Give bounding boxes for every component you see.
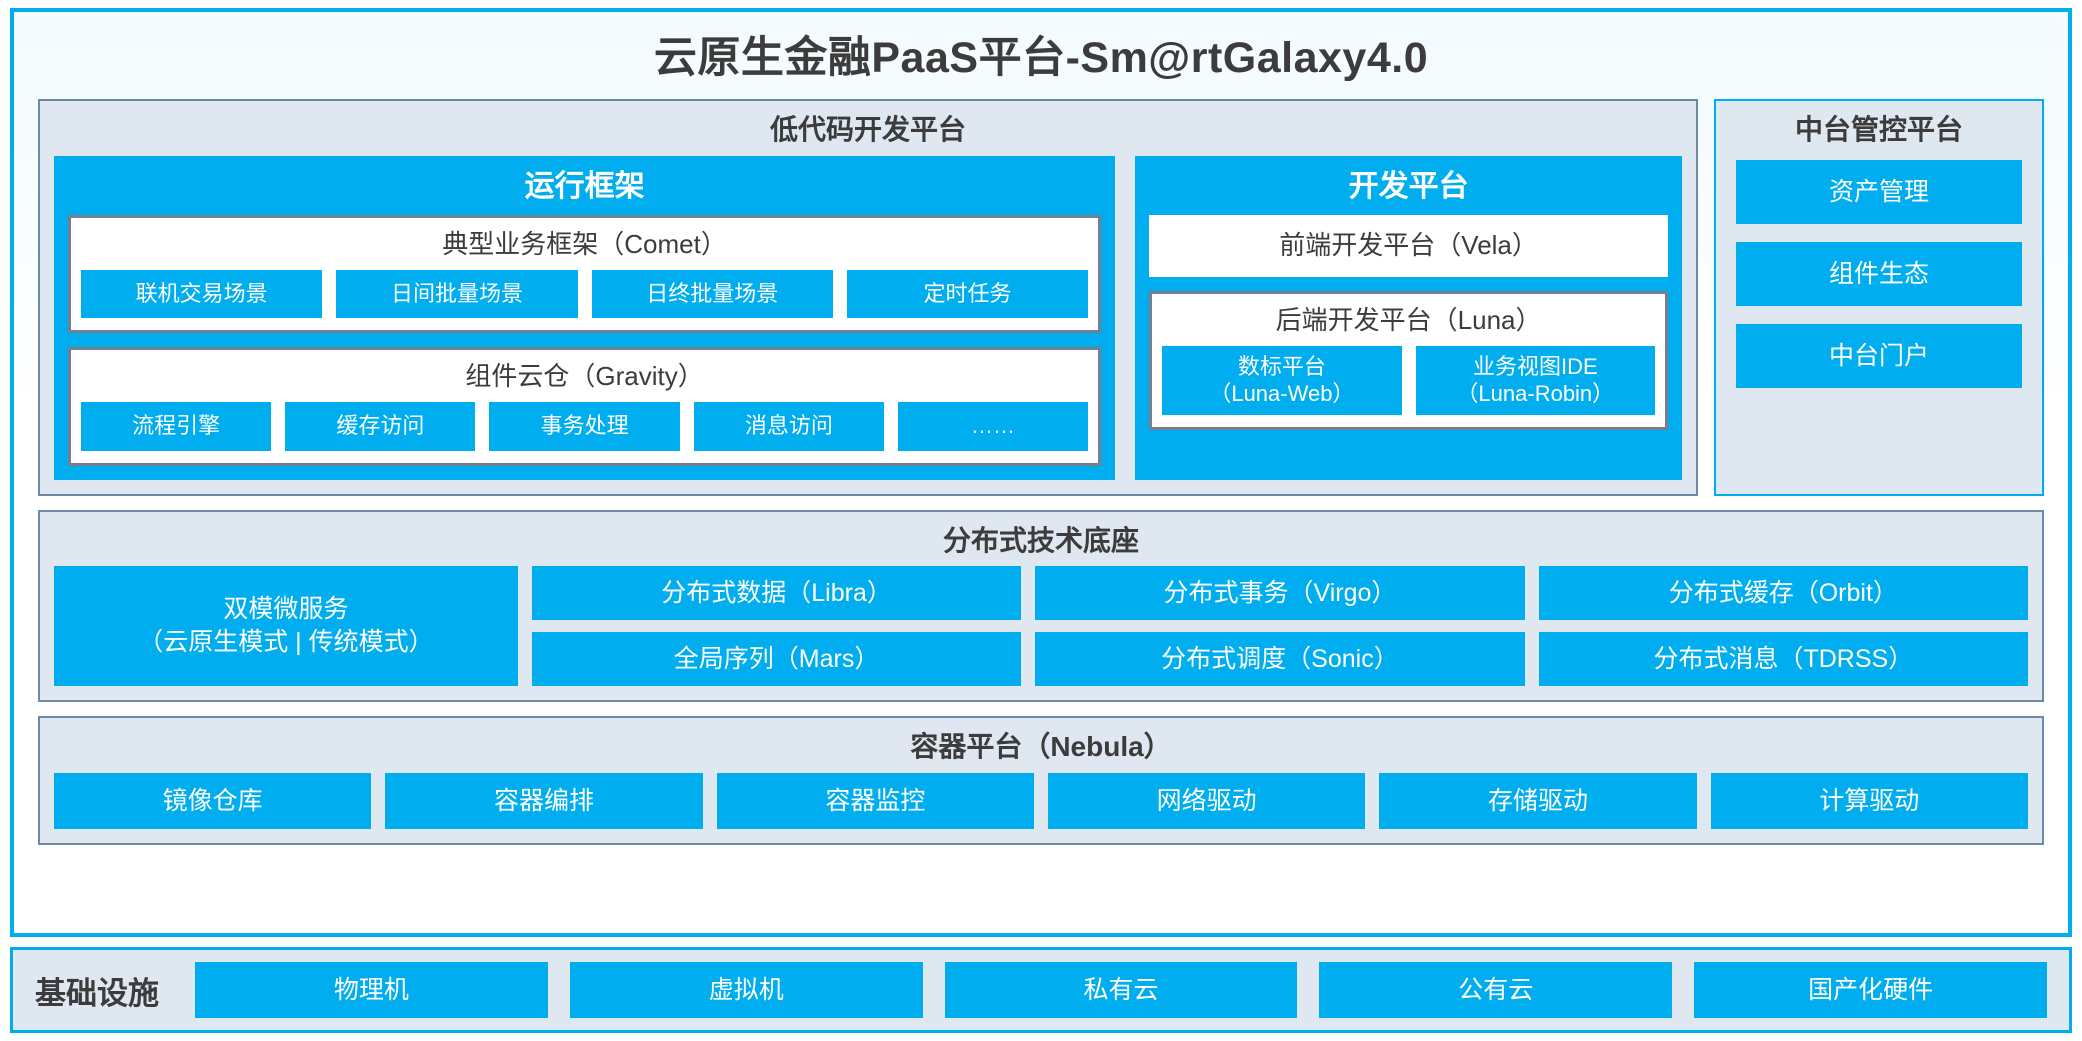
luna-web-label-line2: （Luna-Web） — [1209, 380, 1355, 406]
gravity-chip[interactable]: 消息访问 — [693, 402, 884, 451]
luna-title: 后端开发平台（Luna） — [1275, 304, 1542, 335]
comet-chip[interactable]: 联机交易场景 — [81, 269, 323, 319]
luna-chip-row: 数标平台 （Luna-Web） 业务视图IDE （Luna-Robin） — [1162, 345, 1656, 416]
management-item-list: 资产管理 组件生态 中台门户 — [1730, 156, 2028, 480]
top-row: 低代码开发平台 运行框架 典型业务框架（Comet） 联机交易场景 日间批量场景… — [38, 99, 2044, 496]
luna-web-label-line1: 数标平台 — [1237, 353, 1326, 379]
comet-chip[interactable]: 日间批量场景 — [336, 269, 578, 319]
container-chip-row: 镜像仓库 容器编排 容器监控 网络驱动 存储驱动 计算驱动 — [54, 773, 2028, 830]
luna-box: 后端开发平台（Luna） 数标平台 （Luna-Web） 业务视图IDE （Lu… — [1149, 290, 1668, 431]
distributed-column-1: 分布式数据（Libra） 全局序列（Mars） — [531, 566, 1022, 687]
dual-mode-line1: 双模微服务 — [223, 594, 349, 623]
infrastructure-label: 基础设施 — [35, 975, 159, 1011]
distributed-foundation-title: 分布式技术底座 — [942, 524, 1139, 556]
infrastructure-chip[interactable]: 私有云 — [944, 962, 1298, 1018]
infrastructure-chip[interactable]: 公有云 — [1319, 962, 1673, 1018]
gravity-title: 组件云仓（Gravity） — [465, 361, 704, 392]
lowcode-platform-panel: 低代码开发平台 运行框架 典型业务框架（Comet） 联机交易场景 日间批量场景… — [38, 99, 1698, 496]
container-chip[interactable]: 网络驱动 — [1047, 773, 1366, 830]
distributed-column-3: 分布式缓存（Orbit） 分布式消息（TDRSS） — [1538, 566, 2028, 687]
distributed-chip[interactable]: 分布式数据（Libra） — [531, 566, 1022, 621]
distributed-chip[interactable]: 全局序列（Mars） — [531, 632, 1022, 687]
management-platform-title: 中台管控平台 — [1794, 114, 1963, 146]
comet-title: 典型业务框架（Comet） — [442, 228, 727, 259]
runtime-framework-title: 运行框架 — [524, 169, 645, 203]
gravity-chip-row: 流程引擎 缓存访问 事务处理 消息访问 …… — [81, 402, 1089, 451]
distributed-chip[interactable]: 分布式调度（Sonic） — [1035, 632, 1525, 687]
container-chip[interactable]: 存储驱动 — [1379, 773, 1697, 830]
comet-chip-row: 联机交易场景 日间批量场景 日终批量场景 定时任务 — [81, 269, 1089, 319]
gravity-chip-more[interactable]: …… — [897, 402, 1089, 451]
luna-robin-label-line2: （Luna-Robin） — [1456, 380, 1615, 406]
container-chip[interactable]: 计算驱动 — [1710, 773, 2028, 830]
gravity-chip[interactable]: 缓存访问 — [285, 402, 476, 451]
lowcode-platform-title: 低代码开发平台 — [769, 114, 966, 146]
management-item[interactable]: 组件生态 — [1736, 241, 2022, 306]
dev-platform-group: 开发平台 前端开发平台（Vela） 后端开发平台（Luna） 数标平台 （Lun… — [1135, 155, 1682, 480]
luna-robin-label-line1: 业务视图IDE — [1472, 353, 1598, 379]
distributed-chip[interactable]: 分布式消息（TDRSS） — [1538, 632, 2028, 687]
luna-web-chip[interactable]: 数标平台 （Luna-Web） — [1162, 345, 1402, 416]
comet-box: 典型业务框架（Comet） 联机交易场景 日间批量场景 日终批量场景 定时任务 — [68, 214, 1102, 334]
management-platform-panel: 中台管控平台 资产管理 组件生态 中台门户 — [1714, 99, 2044, 496]
container-platform-panel: 容器平台（Nebula） 镜像仓库 容器编排 容器监控 网络驱动 存储驱动 计算… — [38, 716, 2044, 846]
infrastructure-panel: 基础设施 物理机 虚拟机 私有云 公有云 国产化硬件 — [10, 947, 2072, 1033]
comet-chip[interactable]: 日终批量场景 — [591, 269, 833, 319]
vela-title: 前端开发平台（Vela） — [1279, 229, 1538, 260]
page-title: 云原生金融PaaS平台-Sm@rtGalaxy4.0 — [653, 34, 1429, 82]
dev-platform-title: 开发平台 — [1348, 169, 1469, 203]
distributed-chip[interactable]: 分布式缓存（Orbit） — [1538, 566, 2028, 621]
distributed-chip[interactable]: 分布式事务（Virgo） — [1035, 566, 1525, 621]
container-chip[interactable]: 容器编排 — [385, 773, 703, 830]
infrastructure-chip[interactable]: 虚拟机 — [569, 962, 923, 1018]
dual-mode-line2: （云原生模式 | 传统模式） — [138, 628, 434, 657]
luna-robin-chip[interactable]: 业务视图IDE （Luna-Robin） — [1415, 345, 1656, 416]
container-chip[interactable]: 容器监控 — [716, 773, 1034, 830]
main-frame: 云原生金融PaaS平台-Sm@rtGalaxy4.0 低代码开发平台 运行框架 … — [10, 8, 2072, 937]
vela-box[interactable]: 前端开发平台（Vela） — [1149, 214, 1668, 277]
management-item[interactable]: 中台门户 — [1736, 323, 2022, 388]
distributed-column-2: 分布式事务（Virgo） 分布式调度（Sonic） — [1035, 566, 1525, 687]
dual-mode-microservice-chip[interactable]: 双模微服务 （云原生模式 | 传统模式） — [54, 566, 518, 687]
infrastructure-chip-row: 物理机 虚拟机 私有云 公有云 国产化硬件 — [195, 962, 2047, 1018]
lowcode-columns: 运行框架 典型业务框架（Comet） 联机交易场景 日间批量场景 日终批量场景 … — [54, 155, 1682, 480]
infrastructure-chip[interactable]: 国产化硬件 — [1694, 962, 2047, 1018]
gravity-box: 组件云仓（Gravity） 流程引擎 缓存访问 事务处理 消息访问 …… — [68, 347, 1102, 466]
container-chip[interactable]: 镜像仓库 — [54, 773, 372, 830]
management-item[interactable]: 资产管理 — [1736, 159, 2022, 224]
distributed-body: 双模微服务 （云原生模式 | 传统模式） 分布式数据（Libra） 全局序列（M… — [54, 566, 2028, 687]
runtime-framework-group: 运行框架 典型业务框架（Comet） 联机交易场景 日间批量场景 日终批量场景 … — [54, 155, 1116, 480]
infrastructure-chip[interactable]: 物理机 — [195, 962, 548, 1018]
container-platform-title: 容器平台（Nebula） — [910, 731, 1172, 763]
distributed-foundation-panel: 分布式技术底座 双模微服务 （云原生模式 | 传统模式） 分布式数据（Libra… — [38, 509, 2044, 703]
gravity-chip[interactable]: 事务处理 — [489, 402, 680, 451]
comet-chip[interactable]: 定时任务 — [846, 269, 1089, 319]
gravity-chip[interactable]: 流程引擎 — [81, 402, 272, 451]
